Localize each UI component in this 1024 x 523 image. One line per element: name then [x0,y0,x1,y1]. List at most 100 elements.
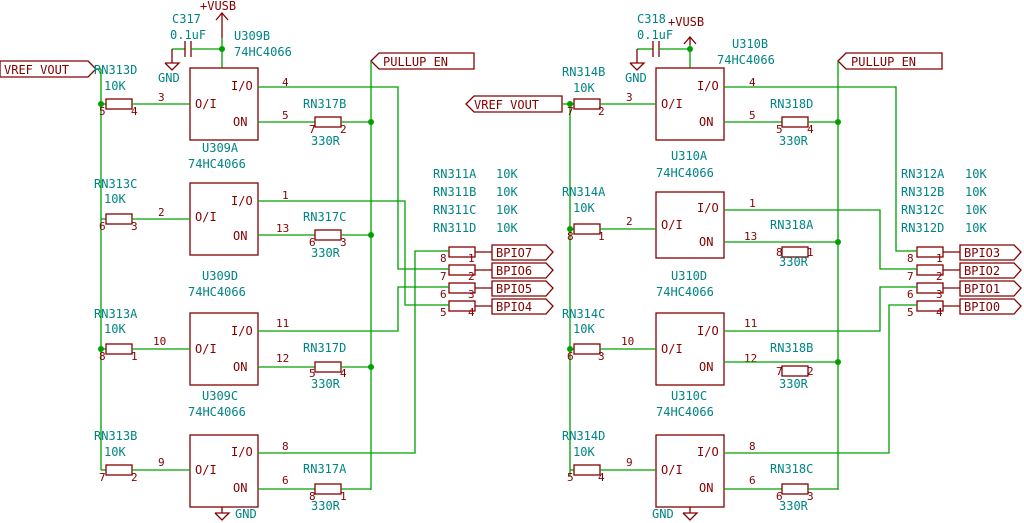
svg-text:O/I: O/I [195,210,217,224]
svg-text:U309D: U309D [202,269,238,283]
svg-text:10K: 10K [965,203,987,217]
svg-text:RN314B: RN314B [562,65,605,79]
svg-text:RN314A: RN314A [562,185,606,199]
rn311-list: RN311A 10K RN311B 10K RN311C 10K RN311D … [433,167,518,235]
switch-u310d: O/I I/O ON [655,312,725,386]
svg-text:3: 3 [936,288,943,301]
svg-text:GND: GND [235,507,257,521]
switch-u310a: O/I I/O ON [655,191,725,259]
svg-text:8: 8 [749,440,756,453]
svg-text:VREF_VOUT: VREF_VOUT [474,98,539,112]
svg-text:RN318D: RN318D [770,97,813,111]
svg-text:3: 3 [340,236,347,249]
svg-text:2: 2 [626,215,633,228]
svg-text:U309C: U309C [202,389,238,403]
svg-text:7: 7 [99,471,106,484]
svg-text:74HC4066: 74HC4066 [188,285,246,299]
svg-text:RN311B: RN311B [433,185,476,199]
svg-text:BPIO5: BPIO5 [496,282,532,296]
svg-text:13: 13 [744,230,757,243]
svg-text:74HC4066: 74HC4066 [656,405,714,419]
svg-text:I/O: I/O [697,79,719,93]
net-label-bpio0: BPIO0 [959,298,1022,315]
svg-text:2: 2 [158,206,165,219]
svg-text:5: 5 [567,471,574,484]
svg-text:4: 4 [936,306,943,319]
svg-text:RN311A: RN311A [433,167,477,181]
svg-text:10K: 10K [496,185,518,199]
svg-text:8: 8 [99,350,106,363]
svg-text:5: 5 [309,367,316,380]
svg-text:11: 11 [744,317,757,330]
svg-text:3: 3 [158,91,165,104]
capacitor-c318: C318 0.1uF GND [625,12,690,85]
svg-text:10K: 10K [573,81,595,95]
svg-text:1: 1 [340,490,347,503]
svg-text:1: 1 [282,189,289,202]
resistor-rn314d: RN314D 10K 5 4 9 [562,429,656,484]
svg-text:4: 4 [131,105,138,118]
svg-text:O/I: O/I [195,97,217,111]
svg-text:ON: ON [699,235,713,249]
net-label-vref-vout-right: VREF_VOUT [465,95,563,113]
svg-text:4: 4 [340,367,347,380]
svg-text:RN313B: RN313B [94,429,137,443]
svg-text:330R: 330R [311,499,341,513]
resistor-rn317a: RN317A 8 1 330R [303,462,347,513]
svg-text:8: 8 [907,252,914,265]
svg-text:4: 4 [598,471,605,484]
svg-text:10K: 10K [965,185,987,199]
svg-text:I/O: I/O [231,445,253,459]
svg-text:74HC4066: 74HC4066 [188,157,246,171]
svg-text:ON: ON [699,360,713,374]
net-label-vref-vout-left: VREF_VOUT [0,60,97,78]
svg-text:BPIO3: BPIO3 [964,246,1000,260]
power-vusb-right: +VUSB [668,15,704,68]
svg-text:330R: 330R [779,255,809,269]
svg-text:PULLUP_EN: PULLUP_EN [383,55,448,69]
svg-text:10K: 10K [104,322,126,336]
svg-text:0.1uF: 0.1uF [170,28,206,42]
svg-text:GND: GND [652,507,674,521]
svg-text:10K: 10K [104,79,126,93]
resistor-rn317b: RN317B 7 2 330R [303,97,347,148]
svg-text:RN312B: RN312B [901,185,944,199]
svg-text:5: 5 [749,109,756,122]
svg-text:10K: 10K [573,322,595,336]
svg-text:PULLUP_EN: PULLUP_EN [851,55,916,69]
svg-text:10K: 10K [573,201,595,215]
svg-text:12: 12 [276,352,289,365]
svg-text:C318: C318 [637,12,666,26]
svg-text:RN314D: RN314D [562,429,605,443]
switch-u310c: O/I I/O ON [655,434,725,508]
svg-text:RN317C: RN317C [303,210,346,224]
svg-text:74HC4066: 74HC4066 [656,166,714,180]
svg-text:8: 8 [776,246,783,259]
svg-text:BPIO6: BPIO6 [496,264,532,278]
resistor-rn314c: RN314C 10K 6 3 10 [562,307,656,363]
resistor-rn313c: RN313C 10K 6 3 2 [94,177,190,233]
svg-text:1: 1 [936,252,943,265]
svg-text:I/O: I/O [697,445,719,459]
svg-text:3: 3 [131,220,138,233]
svg-text:O/I: O/I [195,463,217,477]
svg-text:5: 5 [282,109,289,122]
svg-text:1: 1 [468,252,475,265]
svg-text:5: 5 [776,123,783,136]
resistor-array-rn312: 8 1 7 2 6 3 5 4 [907,246,960,319]
svg-text:GND: GND [625,71,647,85]
svg-text:10K: 10K [965,221,987,235]
svg-text:ON: ON [233,115,247,129]
svg-text:RN317A: RN317A [303,462,347,476]
svg-text:3: 3 [598,350,605,363]
svg-text:8: 8 [282,440,289,453]
net-label-bpio4: BPIO4 [491,298,554,315]
svg-text:330R: 330R [779,377,809,391]
svg-text:330R: 330R [779,499,809,513]
svg-text:BPIO1: BPIO1 [964,282,1000,296]
svg-text:6: 6 [99,220,106,233]
svg-text:10K: 10K [573,445,595,459]
svg-text:RN312D: RN312D [901,221,944,235]
svg-text:GND: GND [158,71,180,85]
